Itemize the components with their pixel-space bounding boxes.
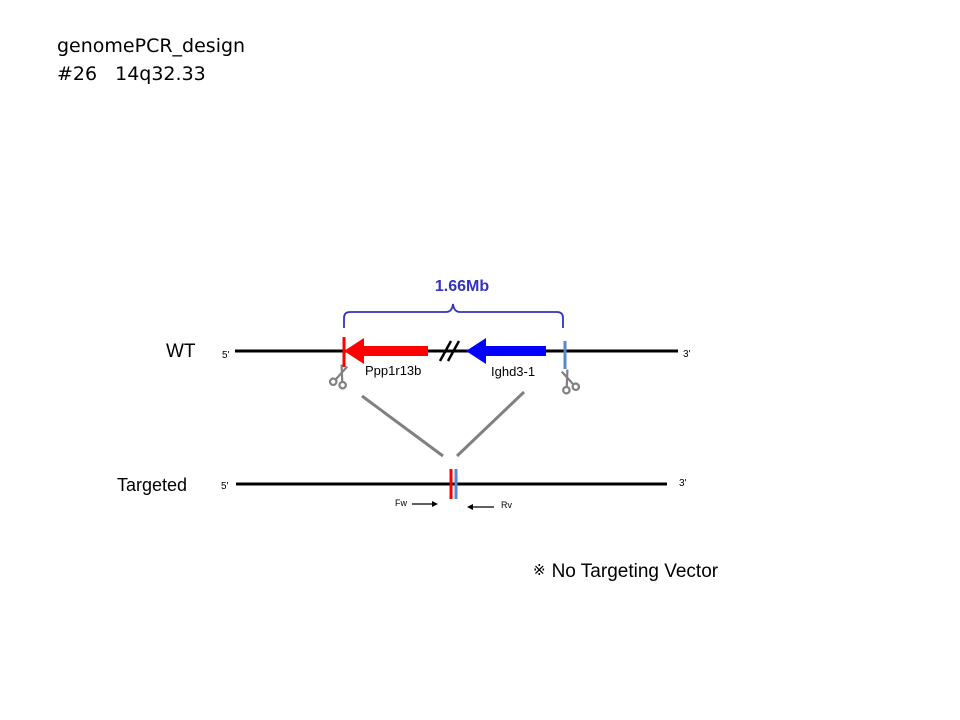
primer-rv-label: Rv (501, 500, 512, 510)
gene-label-ighd3-1: Ighd3-1 (491, 364, 535, 379)
span-bracket (343, 303, 564, 328)
recombination-line-right (455, 390, 526, 458)
note-symbol: ※ (533, 562, 546, 579)
wt-five-prime: 5' (222, 350, 230, 361)
targeted-five-prime: 5' (221, 481, 229, 492)
locus-label: 14q32.33 (115, 63, 206, 85)
gene-arrow-ighd3-1 (466, 338, 546, 364)
targeted-three-prime: 3' (679, 478, 687, 489)
wt-three-prime: 3' (683, 349, 691, 360)
primer-fw-label: Fw (395, 498, 407, 508)
diagram-subtitle: #26 14q32.33 (57, 63, 206, 85)
span-label: 1.66Mb (435, 278, 489, 295)
gene-arrow-ppp1r13b (344, 338, 428, 364)
scissors-icon (560, 369, 581, 395)
diagram-title: genomePCR_design (57, 35, 246, 57)
break-mark (446, 340, 461, 362)
recombination-line-left (361, 394, 444, 458)
project-id: #26 (57, 63, 98, 85)
primer-rv-arrowhead (467, 504, 473, 510)
note-text: No Targeting Vector (551, 561, 719, 582)
note: ※ No Targeting Vector (533, 561, 718, 583)
wt-label: WT (166, 341, 196, 362)
scissors-icon (328, 364, 349, 390)
break-mark (438, 340, 453, 362)
primer-fw-arrowhead (432, 501, 438, 507)
targeted-label: Targeted (117, 475, 188, 495)
gene-label-ppp1r13b: Ppp1r13b (365, 363, 421, 378)
